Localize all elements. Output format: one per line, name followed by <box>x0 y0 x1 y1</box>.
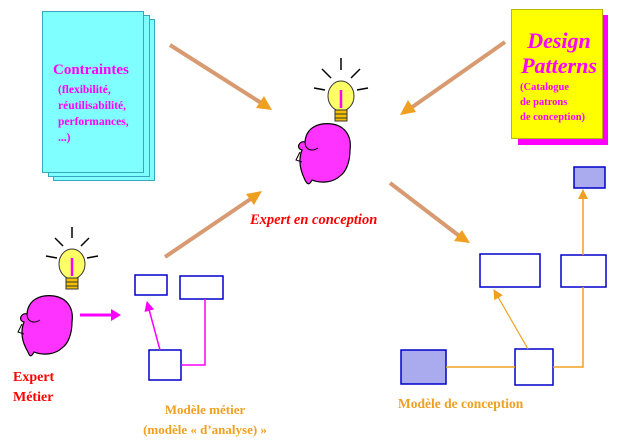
expert-conception-label: Expert en conception <box>250 212 378 228</box>
contraintes-item: (flexibilité, <box>58 84 111 96</box>
design-patterns-title-line2: Patterns <box>521 53 597 78</box>
conception-class-box <box>514 348 554 386</box>
contraintes-item: performances, <box>58 116 129 128</box>
arrow-patterns-to-expert <box>400 40 507 115</box>
modele-conception-label: Modèle de conception <box>398 396 524 411</box>
expert-metier-label: Expert Métier <box>13 368 54 408</box>
expert-metier-line2: Métier <box>13 390 54 405</box>
contraintes-item: ...) <box>58 132 71 144</box>
conception-class-box-filled <box>400 349 447 385</box>
contraintes-sheet <box>42 11 144 173</box>
modele-metier-label: Modèle métier (modèle « d’analyse) » <box>120 400 290 440</box>
expert-metier-head-icon <box>17 295 73 357</box>
design-patterns-sub-line2: de patrons <box>520 97 568 108</box>
conception-class-box-filled <box>573 166 606 189</box>
contraintes-list: (flexibilité, réutilisabilité, performan… <box>58 82 129 146</box>
design-patterns-sub-line1: (Catalogue <box>520 82 569 93</box>
contraintes-title: Contraintes <box>53 62 129 78</box>
conception-class-box <box>479 253 541 288</box>
metier-class-box <box>134 274 168 296</box>
expert-head-icon <box>295 123 351 185</box>
arrow-metier-to-expert <box>163 191 262 259</box>
design-patterns-subtitle: (Catalogue de patrons de conception) <box>520 80 585 125</box>
metier-class-box <box>148 349 182 381</box>
modele-metier-line1: Modèle métier <box>164 402 246 417</box>
modele-metier-line2: (modèle « d’analyse) » <box>143 422 267 437</box>
arrow-expert-metier-to-model <box>80 309 121 321</box>
lightbulb-icon <box>45 227 99 290</box>
metier-class-box <box>179 275 224 300</box>
lightbulb-icon <box>313 58 369 122</box>
design-patterns-book <box>511 9 603 139</box>
conception-class-box <box>560 254 607 288</box>
modele-metier-diagram <box>134 274 224 381</box>
modele-conception-diagram <box>400 166 607 386</box>
design-patterns-title-line1: Design <box>527 28 591 53</box>
arrow-contraintes-to-expert <box>168 43 272 110</box>
design-patterns-sub-line3: de conception) <box>520 112 586 123</box>
design-patterns-title: Design Patterns <box>514 28 604 78</box>
contraintes-item: réutilisabilité, <box>58 100 127 112</box>
expert-metier-line1: Expert <box>13 370 55 385</box>
arrow-expert-to-conception <box>388 181 470 243</box>
